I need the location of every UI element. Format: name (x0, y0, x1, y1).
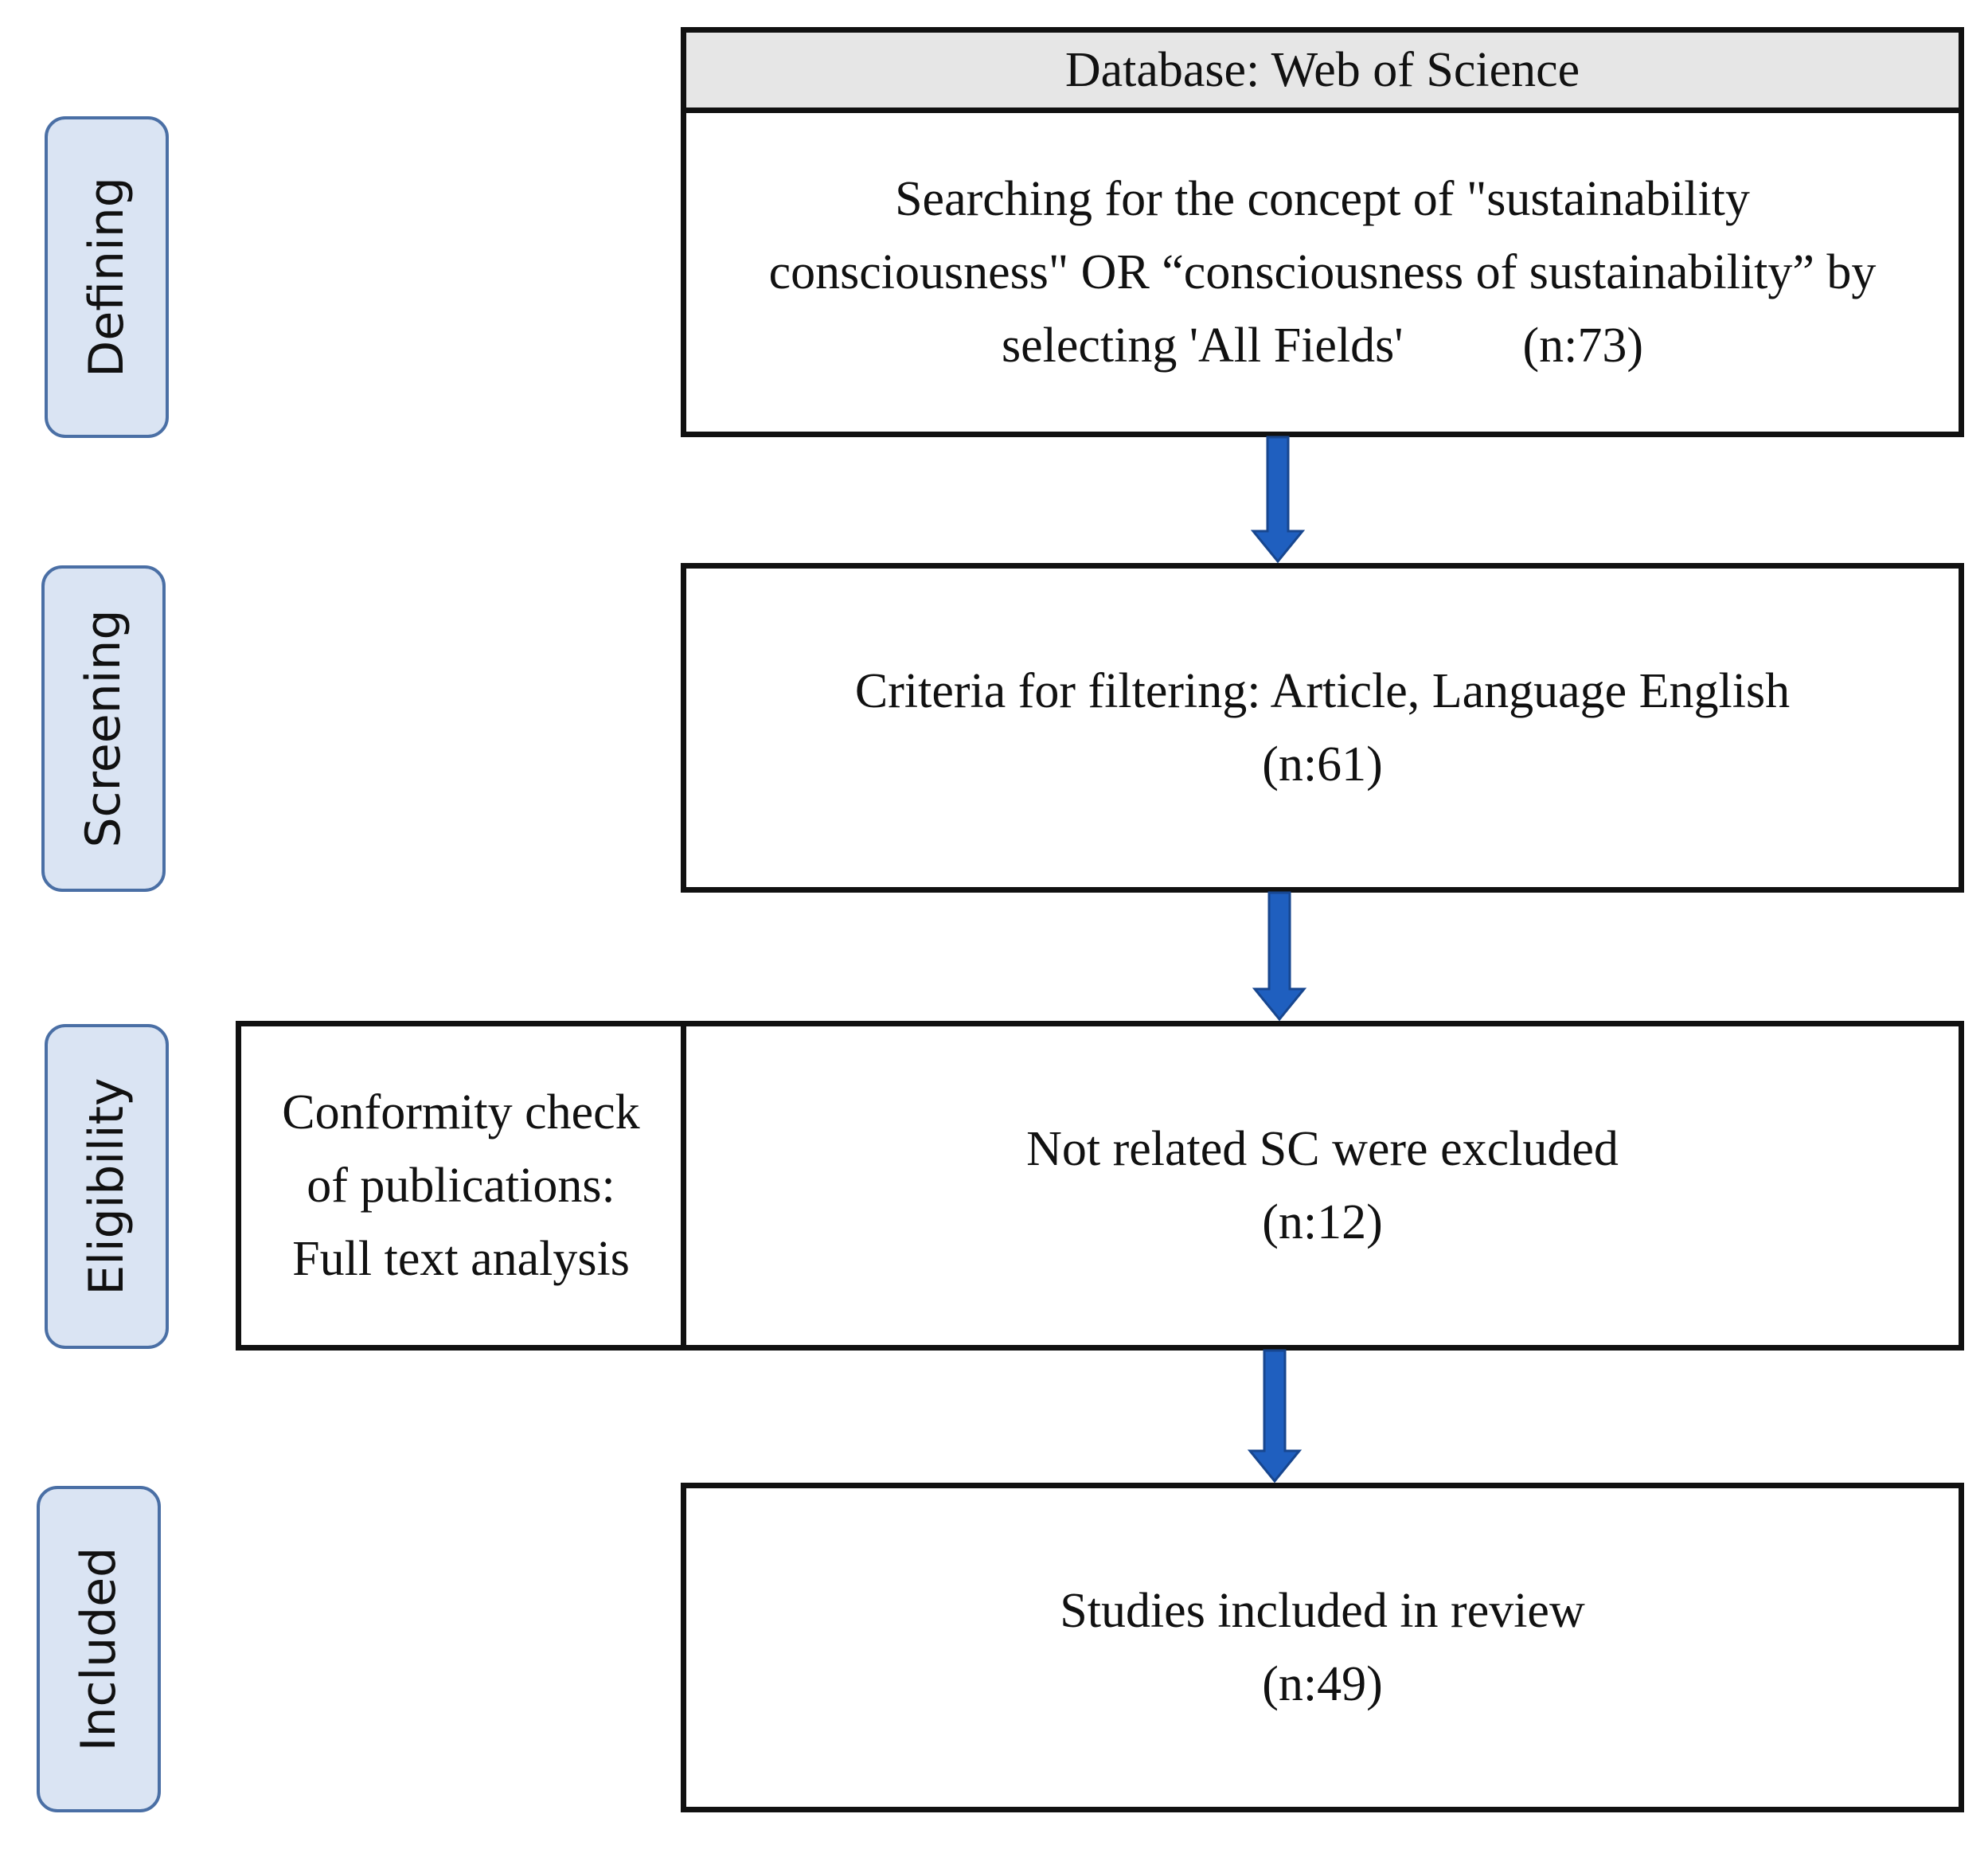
phase-eligibility-label: Eligibility (79, 1077, 135, 1296)
database-header-text: Database: Web of Science (1064, 42, 1580, 97)
defining-line-1: Searching for the concept of "sustainabi… (895, 172, 1750, 226)
phase-included: Included (37, 1486, 161, 1812)
screening-line-1: Criteria for filtering: Article, Languag… (854, 664, 1791, 718)
eligibility-line-1: Not related SC were excluded (1026, 1122, 1619, 1176)
phase-defining: Defining (45, 116, 169, 438)
arrow-eligibility-to-included-shape (1247, 1349, 1303, 1484)
phase-screening: Screening (41, 565, 166, 892)
phase-defining-label: Defining (79, 177, 135, 377)
defining-line-3-text: selecting 'All Fields' (1001, 319, 1404, 373)
phase-eligibility: Eligibility (45, 1024, 169, 1349)
included-count: (n:49) (1262, 1657, 1383, 1711)
phase-included-label: Included (71, 1546, 127, 1752)
arrow-defining-to-screening (1250, 436, 1306, 564)
phase-screening-label: Screening (76, 609, 131, 848)
eligibility-count: (n:12) (1262, 1195, 1383, 1249)
eligibility-box: Not related SC were excluded (n:12) (681, 1021, 1964, 1351)
database-header: Database: Web of Science (681, 27, 1964, 113)
defining-count: (n:73) (1522, 319, 1644, 373)
defining-line-3: selecting 'All Fields' (n:73) (1002, 309, 1643, 382)
defining-line-2: consciousness" OR “consciousness of sust… (768, 245, 1877, 299)
screening-count: (n:61) (1262, 737, 1383, 792)
arrow-eligibility-to-included (1247, 1349, 1303, 1484)
defining-box: Searching for the concept of "sustainabi… (681, 108, 1964, 437)
eligibility-check-line-3: Full text analysis (292, 1232, 630, 1286)
screening-box: Criteria for filtering: Article, Languag… (681, 563, 1964, 893)
arrow-screening-to-eligibility (1252, 891, 1307, 1022)
eligibility-check-line-2: of publications: (307, 1159, 615, 1213)
included-box: Studies included in review (n:49) (681, 1483, 1964, 1812)
eligibility-check-line-1: Conformity check (282, 1085, 640, 1140)
eligibility-check-box: Conformity check of publications: Full t… (236, 1021, 686, 1351)
arrow-screening-to-eligibility-shape (1252, 891, 1307, 1022)
arrow-defining-to-screening-shape (1250, 436, 1306, 564)
included-line-1: Studies included in review (1060, 1584, 1585, 1638)
